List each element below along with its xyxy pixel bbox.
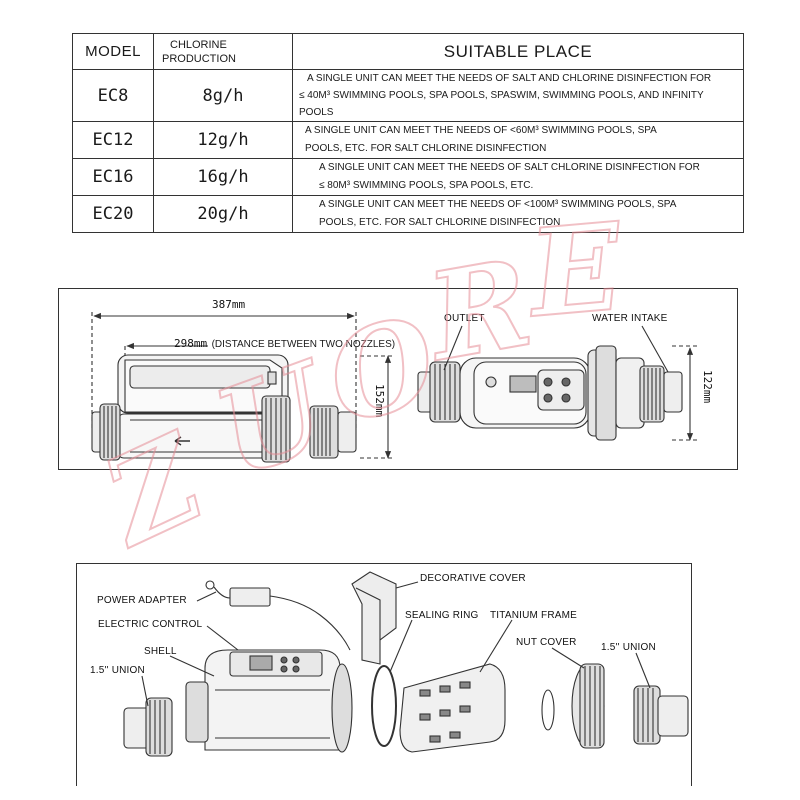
place-cell: A SINGLE UNIT CAN MEET THE NEEDS OF SALT… (292, 69, 744, 122)
spec-table: MODEL CHLORINE PRODUCTION SUITABLE PLACE… (72, 33, 744, 233)
model-cell: EC16 (72, 158, 154, 196)
place-line: POOLS, ETC. FOR SALT CHLORINE DISINFECTI… (319, 217, 561, 228)
place-line: POOLS, ETC. FOR SALT CHLORINE DISINFECTI… (305, 143, 547, 154)
decorative-cover (351, 571, 397, 665)
overall-length-label: 387mm (212, 298, 246, 311)
nozzle-distance-value: 298mm (174, 337, 208, 350)
production-cell: 16g/h (153, 158, 293, 196)
table-header-row: MODEL CHLORINE PRODUCTION SUITABLE PLACE (72, 33, 744, 70)
production-cell: 8g/h (153, 69, 293, 122)
header-suitable-place: SUITABLE PLACE (292, 33, 744, 70)
power-adapter-label: POWER ADAPTER (97, 595, 187, 606)
model-cell: EC8 (72, 69, 154, 122)
power-adapter (205, 580, 351, 651)
header-chlorine-production: CHLORINE PRODUCTION (153, 33, 293, 70)
leader-shell (169, 655, 215, 677)
top-view-unit (417, 345, 683, 441)
place-line: A SINGLE UNIT CAN MEET THE NEEDS OF <60M… (305, 125, 657, 136)
decorative-cover-label: DECORATIVE COVER (420, 573, 526, 584)
outlet-leader (443, 325, 463, 371)
shell-label: SHELL (144, 646, 177, 657)
production-cell: 20g/h (153, 195, 293, 233)
place-cell: A SINGLE UNIT CAN MEET THE NEEDS OF <100… (292, 195, 744, 233)
leader-decorative-cover (395, 581, 419, 589)
leader-titanium-frame (479, 619, 513, 673)
leader-power-adapter (196, 591, 217, 602)
header-model: MODEL (72, 33, 154, 70)
titanium-frame (399, 663, 555, 753)
place-line: POOLS (299, 107, 334, 118)
leader-sealing-ring (389, 619, 413, 673)
nozzle-distance-note: (DISTANCE BETWEEN TWO NOZZLES) (211, 339, 396, 350)
sealing-ring-label: SEALING RING (405, 610, 479, 621)
sealing-ring (371, 665, 397, 747)
side-view-unit (91, 354, 357, 463)
place-line: ≤ 80M³ SWIMMING POOLS, SPA POOLS, ETC. (319, 180, 534, 191)
production-cell: 12g/h (153, 121, 293, 159)
main-unit-body (185, 649, 353, 753)
table-row: EC16 16g/h A SINGLE UNIT CAN MEET THE NE… (72, 158, 744, 196)
nozzle-distance-label: 298mm (DISTANCE BETWEEN TWO NOZZLES) (174, 334, 395, 352)
place-line: A SINGLE UNIT CAN MEET THE NEEDS OF <100… (319, 199, 677, 210)
left-union (123, 697, 173, 757)
outlet-label: OUTLET (444, 313, 485, 324)
water-intake-leader (641, 325, 669, 373)
header-chlorine-line2: PRODUCTION (162, 52, 236, 65)
model-cell: EC20 (72, 195, 154, 233)
nut-cover (571, 663, 605, 749)
table-row: EC8 8g/h A SINGLE UNIT CAN MEET THE NEED… (72, 69, 744, 122)
leader-nut-cover (551, 647, 585, 669)
leader-electric-control (206, 625, 239, 651)
table-row: EC20 20g/h A SINGLE UNIT CAN MEET THE NE… (72, 195, 744, 233)
place-line: A SINGLE UNIT CAN MEET THE NEEDS OF SALT… (319, 162, 700, 173)
leader-right-union (635, 652, 651, 689)
water-intake-label: WATER INTAKE (592, 313, 668, 324)
right-union (633, 685, 689, 745)
place-cell: A SINGLE UNIT CAN MEET THE NEEDS OF SALT… (292, 158, 744, 196)
place-line: ≤ 40M³ SWIMMING POOLS, SPA POOLS, SPASWI… (299, 90, 704, 101)
right-union-label: 1.5'' UNION (601, 642, 656, 653)
titanium-frame-label: TITANIUM FRAME (490, 610, 578, 621)
nut-cover-label: NUT COVER (516, 637, 577, 648)
place-cell: A SINGLE UNIT CAN MEET THE NEEDS OF <60M… (292, 121, 744, 159)
place-line: A SINGLE UNIT CAN MEET THE NEEDS OF SALT… (307, 73, 712, 84)
leader-left-union (141, 675, 149, 707)
left-union-label: 1.5'' UNION (90, 665, 145, 676)
electric-control-label: ELECTRIC CONTROL (98, 619, 203, 630)
header-chlorine-line1: CHLORINE (170, 38, 227, 51)
